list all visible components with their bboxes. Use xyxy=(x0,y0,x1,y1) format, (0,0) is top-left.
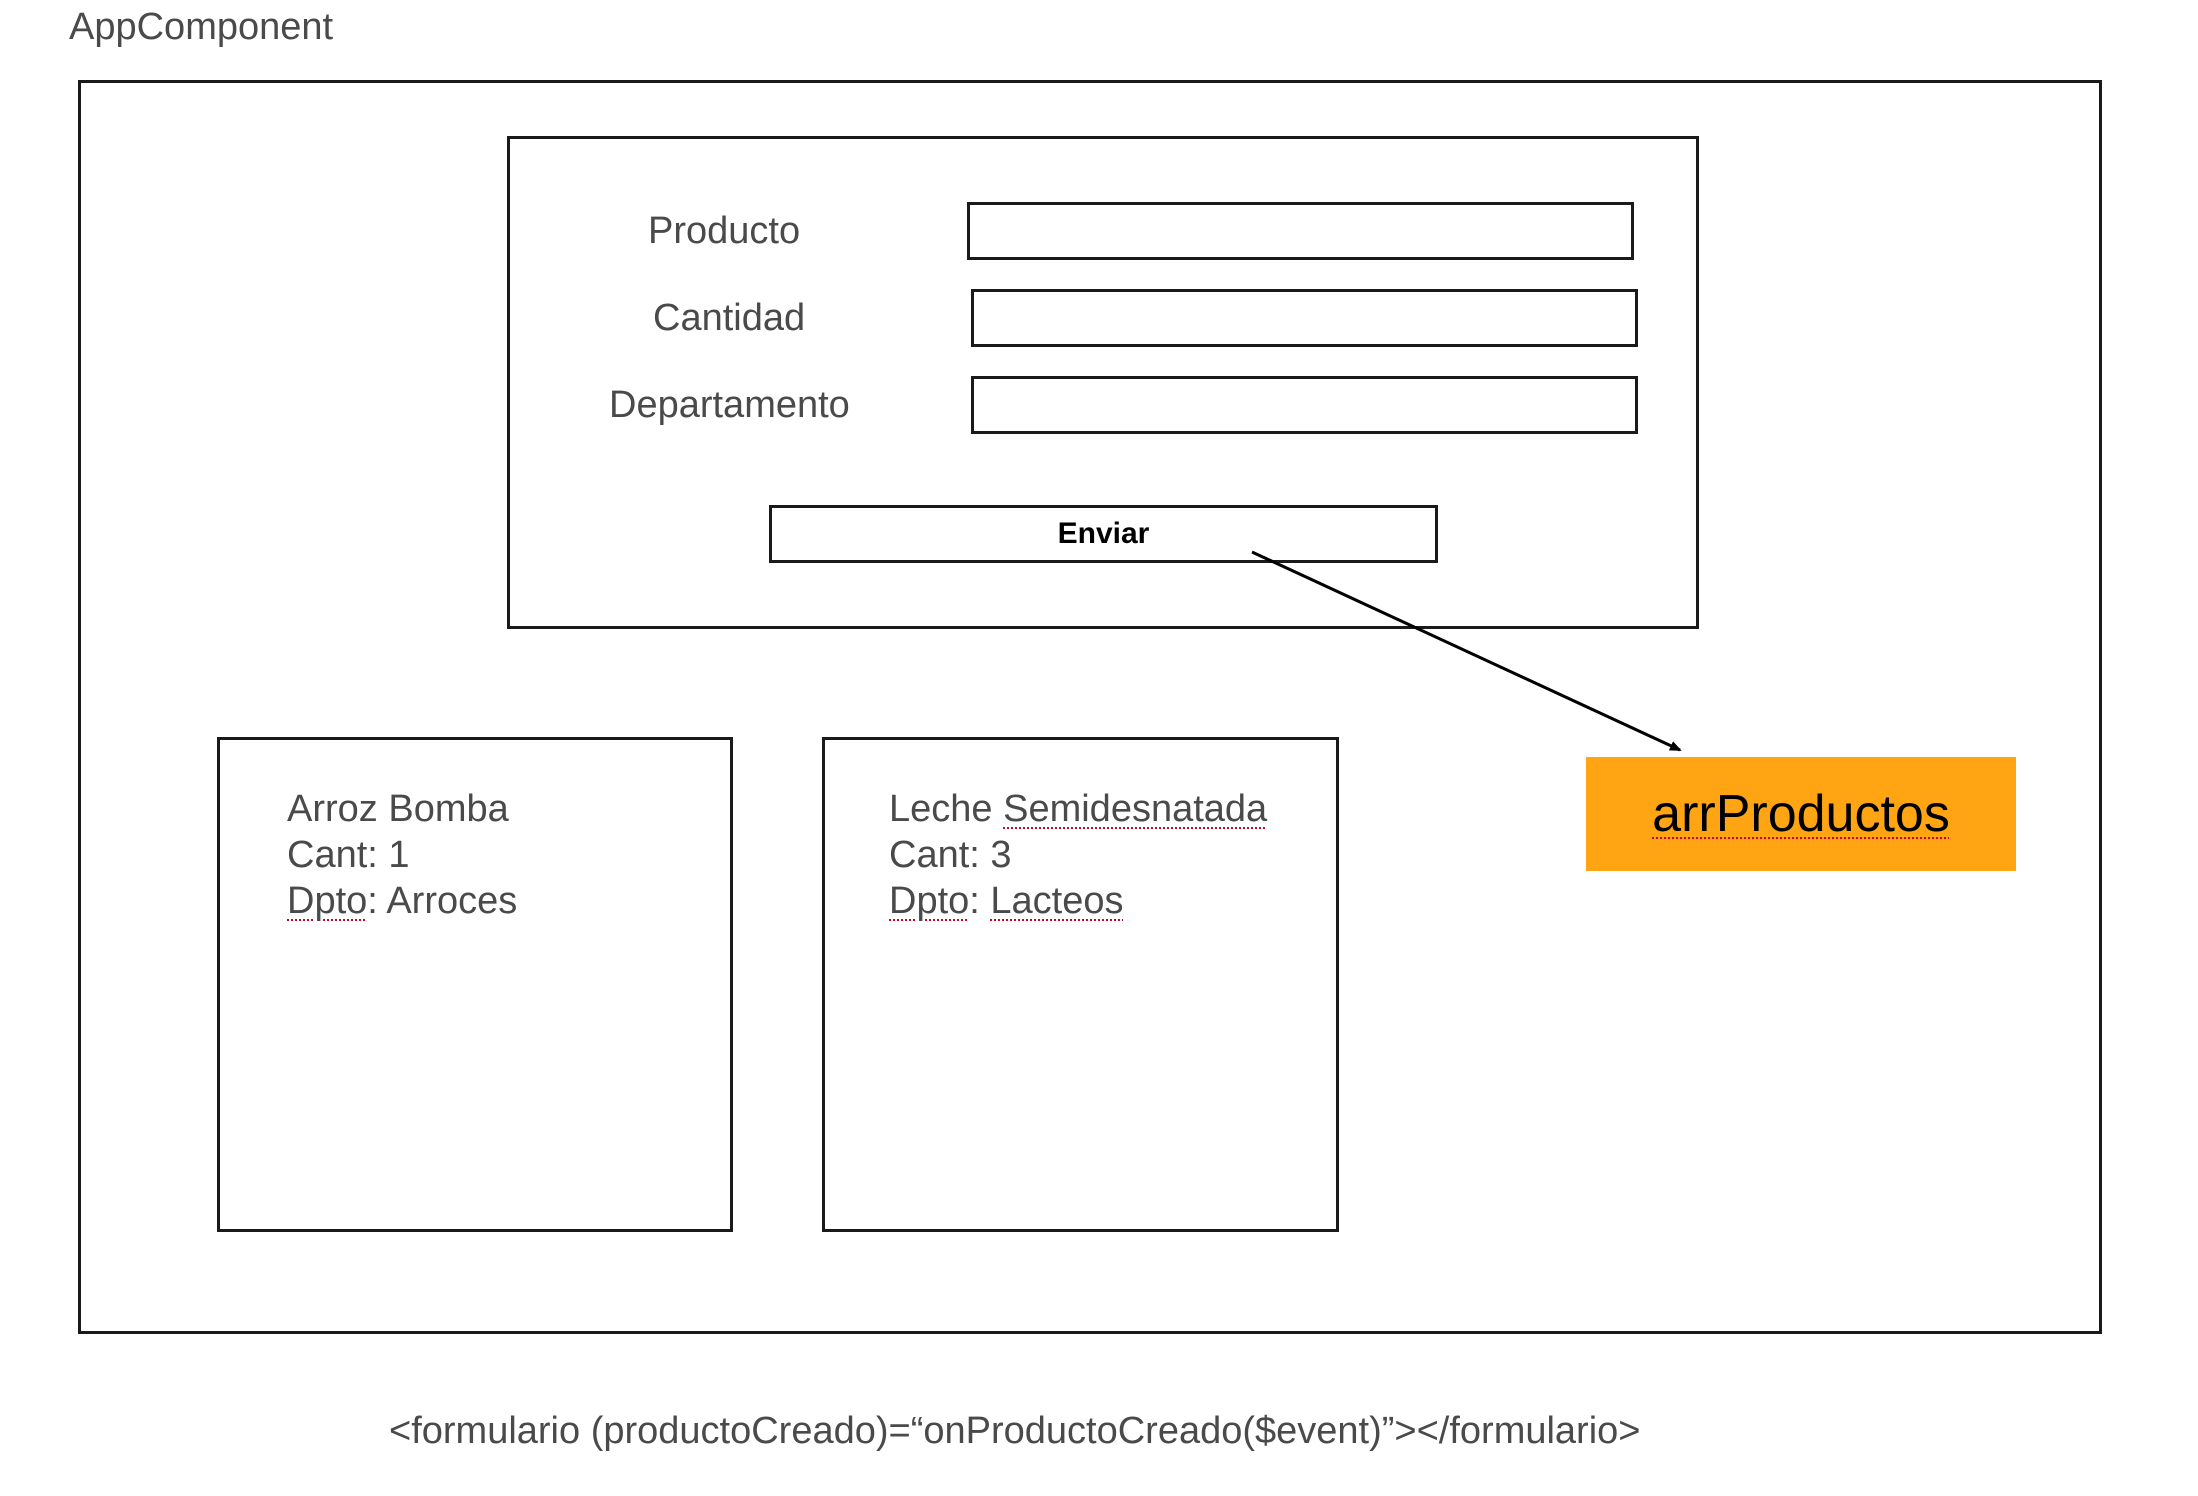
diagram-title: AppComponent xyxy=(69,6,334,48)
departamento-input[interactable] xyxy=(971,376,1638,434)
field-label-producto: Producto xyxy=(648,210,801,252)
code-snippet: <formulario (productoCreado)=“onProducto… xyxy=(389,1410,1641,1452)
product-department: Dpto: Lacteos xyxy=(889,880,1124,922)
product-quantity: Cant: 3 xyxy=(889,834,1012,876)
producto-input[interactable] xyxy=(967,202,1634,260)
arrow-line xyxy=(1251,550,1682,752)
product-name: Leche Semidesnatada xyxy=(889,788,1268,830)
product-card-2 xyxy=(822,737,1339,1232)
enviar-button[interactable]: Enviar xyxy=(769,505,1438,563)
arr-productos-label: arrProductos xyxy=(1652,785,1950,843)
product-name: Arroz Bomba xyxy=(287,788,509,830)
field-label-departamento: Departamento xyxy=(609,384,850,426)
cantidad-input[interactable] xyxy=(971,289,1638,347)
product-quantity: Cant: 1 xyxy=(287,834,410,876)
arr-productos-box: arrProductos xyxy=(1586,757,2016,871)
product-department: Dpto: Arroces xyxy=(287,880,518,922)
product-card-1 xyxy=(217,737,733,1232)
product-card-2-text: Leche Semidesnatada Cant: 3 Dpto: Lacteo… xyxy=(889,786,1267,924)
product-card-1-text: Arroz Bomba Cant: 1 Dpto: Arroces xyxy=(287,786,517,924)
field-label-cantidad: Cantidad xyxy=(653,297,806,339)
